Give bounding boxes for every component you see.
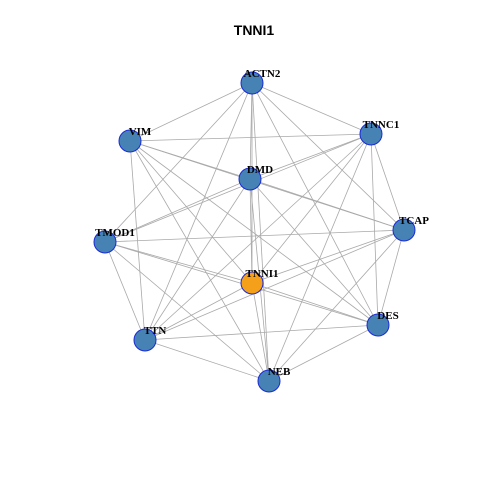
node-label-tcap: TCAP [399, 215, 429, 227]
edge-tmod1-neb [104, 241, 270, 382]
node-label-tmod1: TMOD1 [95, 227, 135, 239]
edge-vim-neb [129, 140, 270, 382]
node-label-tnni1: TNNI1 [245, 268, 278, 280]
edge-tnnc1-ttn [144, 133, 372, 341]
edge-tcap-des [377, 229, 405, 326]
edge-actn2-neb [251, 82, 270, 382]
node-vim[interactable] [118, 129, 142, 153]
edge-dmd-des [249, 178, 379, 326]
edge-tnnc1-tcap [370, 133, 405, 231]
edge-tnni1-neb [251, 282, 270, 382]
edge-vim-tnni1 [129, 140, 253, 284]
edge-ttn-neb [144, 339, 270, 382]
edge-tcap-tnni1 [251, 229, 405, 284]
node-ttn[interactable] [133, 328, 157, 352]
node-label-dmd: DMD [247, 164, 273, 176]
edge-tnnc1-neb [268, 133, 372, 382]
edge-tmod1-tnni1 [104, 241, 253, 284]
node-neb[interactable] [257, 369, 281, 393]
edge-des-neb [268, 324, 379, 382]
edge-dmd-tcap [249, 178, 405, 231]
node-layer [93, 71, 416, 393]
node-tcap[interactable] [392, 218, 416, 242]
edge-actn2-tcap [251, 82, 405, 231]
edge-layer [104, 82, 405, 382]
edge-tcap-ttn [144, 229, 405, 341]
edge-tcap-tmod1 [104, 229, 405, 243]
edge-ttn-des [144, 324, 379, 341]
edge-actn2-tmod1 [104, 82, 253, 243]
edge-actn2-vim [129, 82, 253, 142]
edge-tnni1-des [251, 282, 379, 326]
node-label-vim: VIM [129, 126, 152, 138]
edge-tnnc1-vim [129, 133, 372, 142]
node-dmd[interactable] [238, 167, 262, 191]
node-tnni1[interactable] [240, 271, 264, 295]
node-label-neb: NEB [268, 366, 291, 378]
edge-tnni1-ttn [144, 282, 253, 341]
edge-dmd-tmod1 [104, 178, 251, 243]
edge-vim-des [129, 140, 379, 326]
edge-dmd-tnni1 [249, 178, 253, 284]
edge-tnnc1-des [370, 133, 379, 326]
node-label-actn2: ACTN2 [244, 68, 281, 80]
edge-tnnc1-dmd [249, 133, 372, 180]
node-label-des: DES [377, 310, 398, 322]
node-tnnc1[interactable] [359, 122, 383, 146]
node-tmod1[interactable] [93, 230, 117, 254]
edge-tmod1-ttn [104, 241, 146, 341]
edge-actn2-ttn [144, 82, 253, 341]
edge-tnnc1-tmod1 [104, 133, 372, 243]
diagram-title: TNNI1 [234, 22, 275, 38]
node-label-tnnc1: TNNC1 [363, 119, 400, 131]
edge-tcap-neb [268, 229, 405, 382]
node-actn2[interactable] [240, 71, 264, 95]
edge-tnnc1-tnni1 [251, 133, 372, 284]
node-des[interactable] [366, 313, 390, 337]
edge-dmd-ttn [144, 178, 251, 341]
node-label-ttn: TTN [144, 325, 167, 337]
edge-actn2-tnnc1 [251, 82, 372, 135]
